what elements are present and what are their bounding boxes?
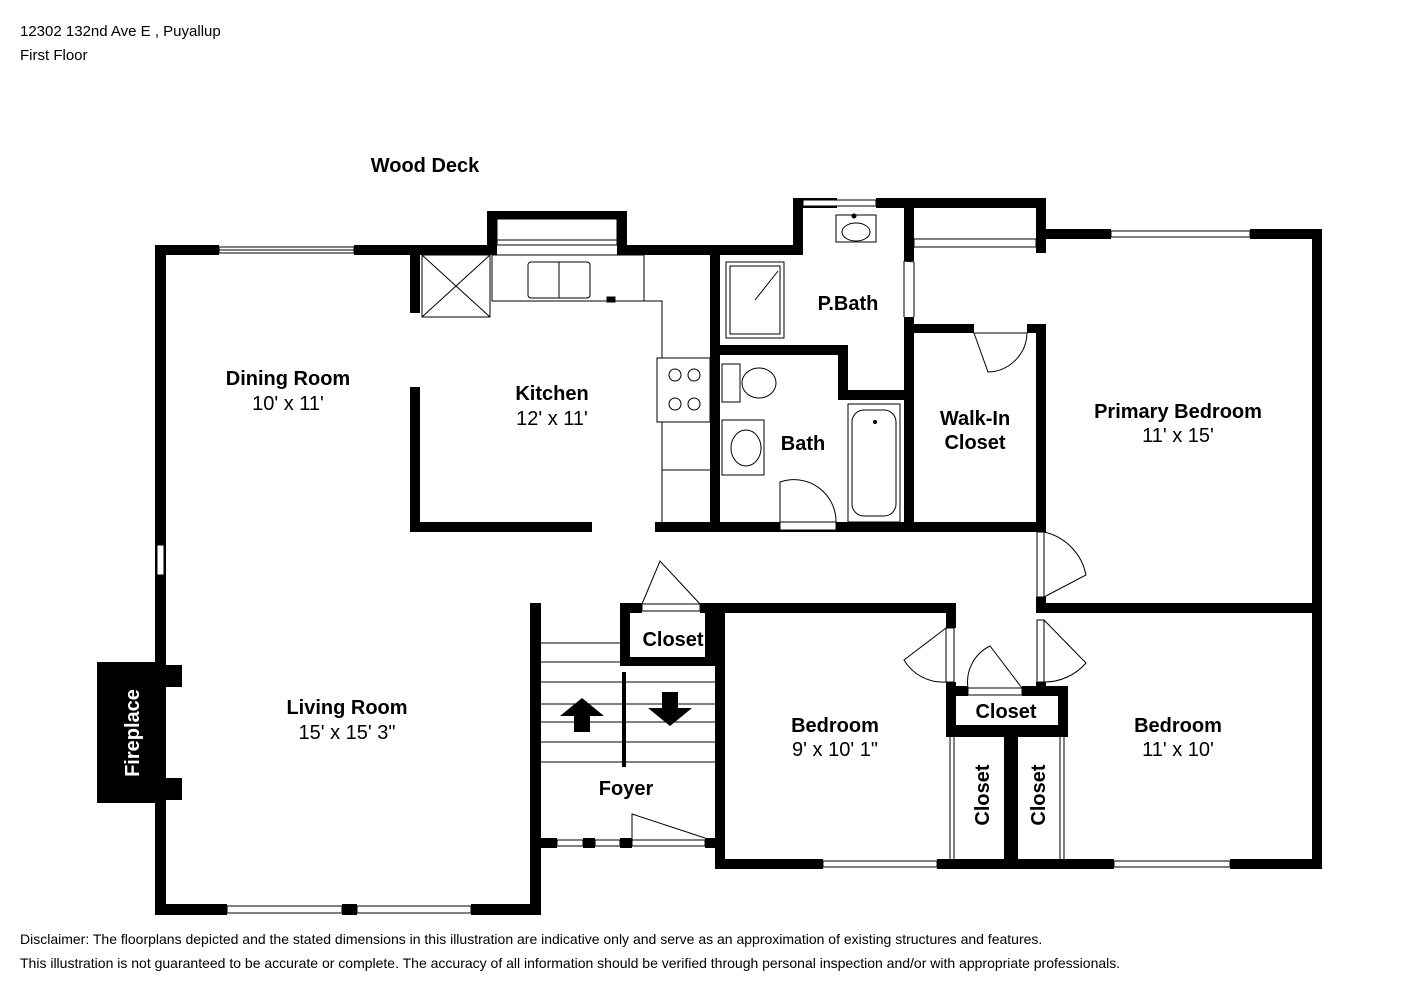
label-fireplace: Fireplace [122,689,144,777]
label-primary-bedroom: Primary Bedroom [1094,401,1262,423]
label-center-closet: Closet [975,701,1036,723]
label-walkin-line1: Walk-In [940,408,1010,430]
dim-kitchen: 12' x 11' [516,408,588,430]
fixtures [421,213,901,763]
walls [155,198,1322,915]
label-bath: Bath [781,433,825,455]
stair-down-arrow-icon [648,692,692,726]
dim-living-room: 15' x 15' 3" [298,722,395,744]
stair-up-arrow-icon [560,698,604,732]
disclaimer-line-1: Disclaimer: The floorplans depicted and … [20,931,1043,947]
fireplace-block [97,662,166,803]
label-wood-deck: Wood Deck [371,155,480,177]
windows [156,199,1251,914]
label-closet-vertical-1: Closet [972,764,994,825]
label-closet-vertical-2: Closet [1028,764,1050,825]
label-kitchen: Kitchen [515,383,588,405]
floor-label: First Floor [20,47,88,64]
dim-bedroom-3: 11' x 10' [1142,739,1214,761]
label-bedroom-3: Bedroom [1134,715,1222,737]
label-pbath: P.Bath [818,293,879,315]
label-foyer: Foyer [599,778,654,800]
dim-bedroom-2: 9' x 10' 1" [792,739,878,761]
label-bedroom-2: Bedroom [791,715,879,737]
label-dining-room: Dining Room [226,368,350,390]
disclaimer-line-2: This illustration is not guaranteed to b… [20,955,1121,971]
dim-primary-bedroom: 11' x 15' [1142,425,1214,447]
doors [631,260,1087,859]
label-foyer-closet: Closet [642,629,703,651]
label-living-room: Living Room [286,697,407,719]
label-walkin-line2: Closet [944,432,1005,454]
address-text: 12302 132nd Ave E , Puyallup [20,23,221,40]
dim-dining-room: 10' x 11' [252,393,324,415]
